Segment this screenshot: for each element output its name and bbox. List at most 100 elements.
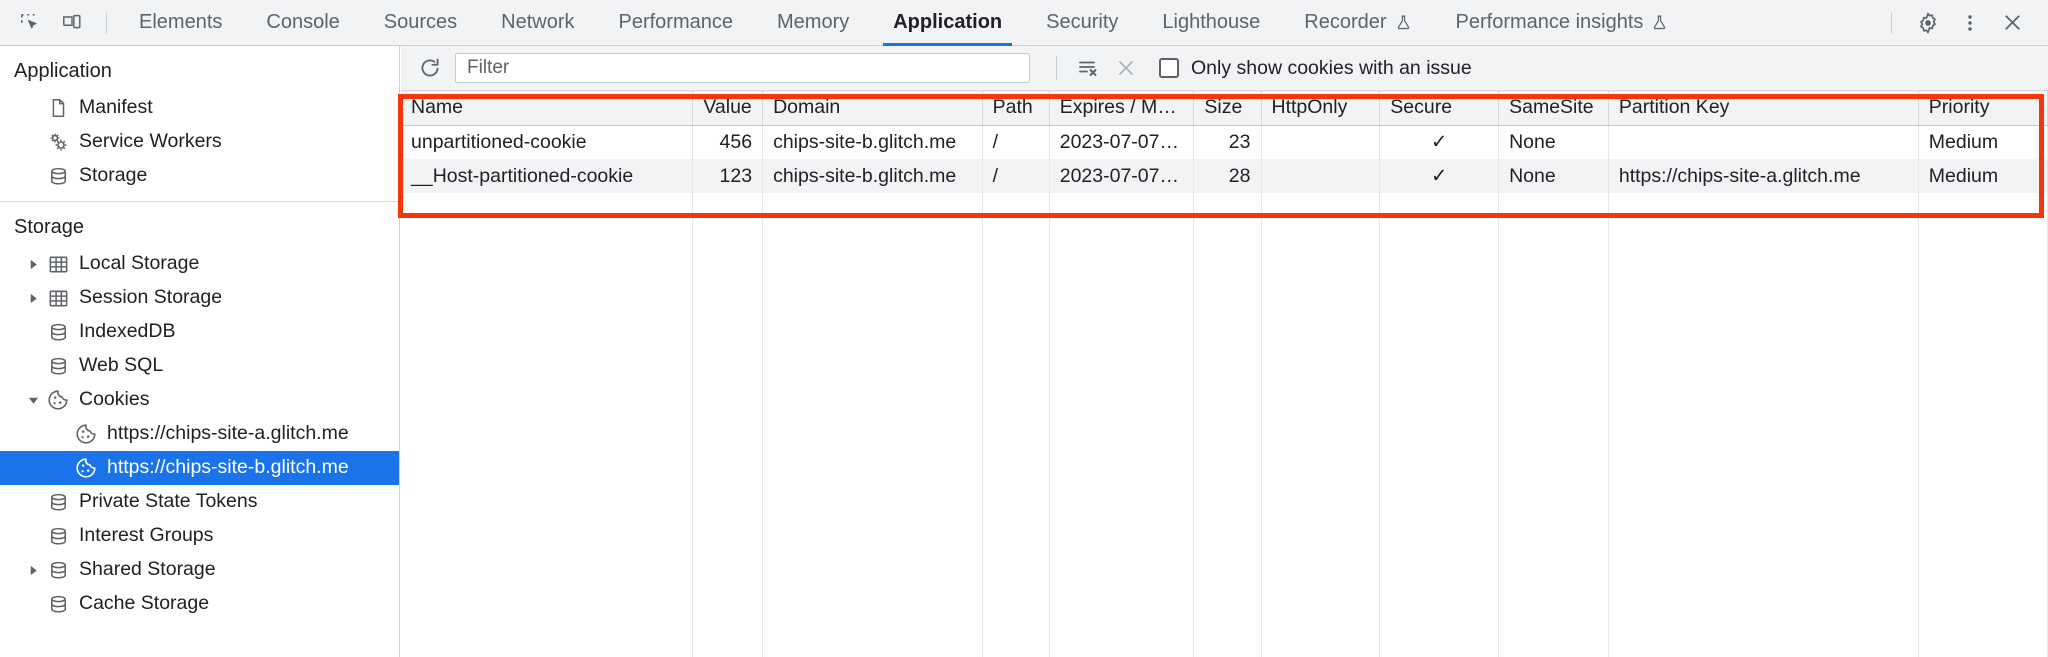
tab-label: Performance insights [1455,11,1644,33]
sidebar-item-label: Storage [79,164,148,187]
only-show-issues-row[interactable]: Only show cookies with an issue [1159,57,1472,80]
clear-all-cookies-icon[interactable] [1069,50,1107,86]
sidebar-section-title-application: Application [14,60,112,82]
column-header-value[interactable]: Value [692,91,764,126]
sidebar-item-interest-groups[interactable]: Interest Groups [0,519,399,553]
sidebar-item-private-state-tokens[interactable]: Private State Tokens [0,485,399,519]
cell-priority: Medium [1918,125,2048,159]
column-header-samesite[interactable]: SameSite [1498,91,1609,126]
column-header-size[interactable]: Size [1193,91,1262,126]
sidebar-item-manifest[interactable]: Manifest [0,91,399,125]
column-header-secure[interactable]: Secure [1379,91,1500,126]
sidebar-item-label: https://chips-site-b.glitch.me [107,456,349,479]
cookie-icon [72,422,100,446]
sidebar-item-label: Service Workers [79,130,222,153]
column-header-partitionkey[interactable]: Partition Key [1608,91,1919,126]
tab-performance-insights[interactable]: Performance insights [1434,0,1691,46]
sidebar-item-label: Manifest [79,96,153,119]
toolbar-right-icons [1887,4,2048,42]
inspect-element-icon[interactable] [12,6,48,40]
cell-secure: ✓ [1379,159,1500,193]
column-header-priority[interactable]: Priority [1918,91,2048,126]
column-header-name[interactable]: Name [401,91,694,126]
filterbar-divider [1056,56,1057,80]
column-header-domain[interactable]: Domain [762,91,983,126]
sidebar-item-indexeddb[interactable]: IndexedDB [0,315,399,349]
cell-httponly [1261,159,1381,193]
device-toolbar-icon[interactable] [54,6,90,40]
tab-sources[interactable]: Sources [362,0,479,46]
chevron-right-icon[interactable] [22,247,44,281]
database-icon [44,525,72,548]
column-header-httponly[interactable]: HttpOnly [1261,91,1381,126]
tab-performance[interactable]: Performance [597,0,756,46]
tab-memory[interactable]: Memory [755,0,871,46]
document-icon [44,97,72,119]
tab-application[interactable]: Application [871,0,1024,46]
settings-gear-icon[interactable] [1908,4,1948,42]
cell-partitionkey [1608,125,1919,159]
clear-filtered-cookies-icon[interactable] [1107,50,1145,86]
sidebar-item-storage[interactable]: Storage [0,159,399,193]
sidebar-item-label: Cookies [79,388,150,411]
column-header-path[interactable]: Path [982,91,1050,126]
chevron-down-icon[interactable] [22,383,44,417]
experiment-flask-icon [1395,13,1412,32]
database-icon [44,559,72,582]
tab-label: Lighthouse [1162,11,1261,33]
sidebar-item-https-chips-site-b-glitch-me[interactable]: https://chips-site-b.glitch.me [0,451,399,485]
empty-cell-priority [1918,193,2048,657]
sidebar-item-label: Session Storage [79,286,223,309]
only-show-issues-checkbox[interactable] [1159,58,1179,78]
sidebar-item-shared-storage[interactable]: Shared Storage [0,553,399,587]
sidebar-item-label: Shared Storage [79,558,216,581]
sidebar-item-service-workers[interactable]: Service Workers [0,125,399,159]
tab-recorder[interactable]: Recorder [1282,0,1433,46]
tab-network[interactable]: Network [479,0,596,46]
cell-domain: chips-site-b.glitch.me [762,159,983,193]
sidebar-item-session-storage[interactable]: Session Storage [0,281,399,315]
tab-elements[interactable]: Elements [117,0,244,46]
more-options-icon[interactable] [1950,4,1990,42]
sidebar-item-cache-storage[interactable]: Cache Storage [0,587,399,621]
empty-cell-samesite [1498,193,1609,657]
gears-icon [44,130,72,154]
tab-label: Elements [139,11,223,33]
cell-name: unpartitioned-cookie [401,125,694,159]
tab-security[interactable]: Security [1024,0,1140,46]
chevron-right-icon[interactable] [22,553,44,587]
filter-input[interactable]: Filter [455,53,1030,83]
sidebar-item-label: Web SQL [79,354,164,377]
toolbar-divider-right [1891,11,1892,34]
empty-grid-row [401,193,2048,657]
empty-cell-httponly [1261,193,1381,657]
tab-console[interactable]: Console [244,0,361,46]
sidebar-item-local-storage[interactable]: Local Storage [0,247,399,281]
sidebar-item-web-sql[interactable]: Web SQL [0,349,399,383]
sidebar-item-cookies[interactable]: Cookies [0,383,399,417]
column-header-expires[interactable]: Expires / M… [1049,91,1195,126]
sidebar-item-label: Private State Tokens [79,490,258,513]
empty-cell-expires [1049,193,1195,657]
close-devtools-icon[interactable] [1992,4,2032,42]
tab-label: Security [1046,11,1119,33]
refresh-icon[interactable] [411,50,449,86]
chevron-right-icon[interactable] [22,281,44,315]
cell-priority: Medium [1918,159,2048,193]
cell-name: __Host-partitioned-cookie [401,159,694,193]
table-icon [44,287,72,310]
cell-value: 456 [692,125,764,159]
cell-partitionkey: https://chips-site-a.glitch.me [1608,159,1919,193]
empty-cell-value [692,193,764,657]
database-icon [44,593,72,616]
tab-lighthouse[interactable]: Lighthouse [1140,0,1282,46]
sidebar-item-https-chips-site-a-glitch-me[interactable]: https://chips-site-a.glitch.me [0,417,399,451]
